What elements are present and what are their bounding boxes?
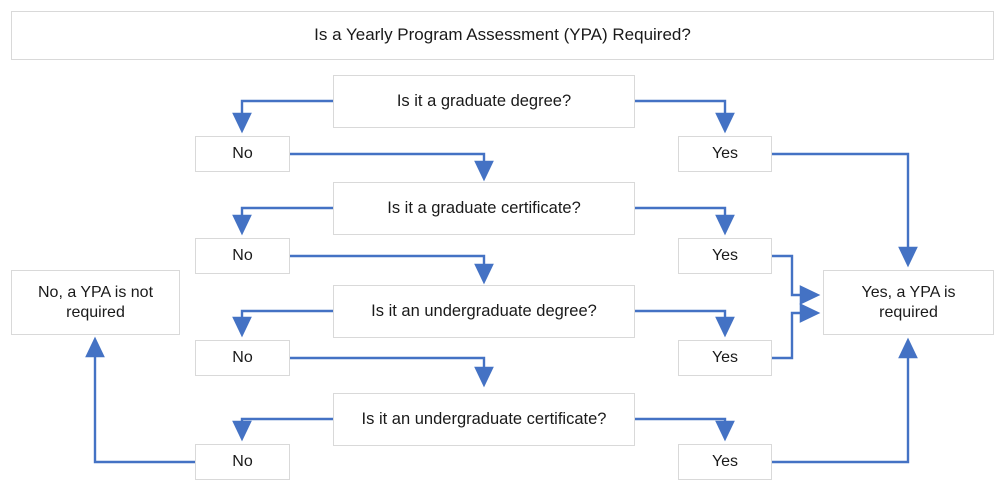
decision-label-undergraduate-certificate: Is it an undergraduate certificate? [361, 410, 607, 429]
branch-box-yes-2[interactable]: Yes [678, 238, 772, 274]
edge-q4-no4 [232, 417, 333, 442]
branch-box-no-2[interactable]: No [195, 238, 290, 274]
branch-label-no-4: No [232, 453, 253, 471]
branch-box-yes-3[interactable]: Yes [678, 340, 772, 376]
branch-box-no-4[interactable]: No [195, 444, 290, 480]
decision-box-graduate-degree[interactable]: Is it a graduate degree? [333, 75, 635, 128]
branch-label-no-2: No [232, 247, 253, 265]
branch-label-yes-2: Yes [711, 247, 739, 265]
branch-label-yes-4: Yes [711, 453, 739, 471]
branch-label-yes-3: Yes [711, 349, 739, 367]
decision-box-graduate-certificate[interactable]: Is it a graduate certificate? [333, 182, 635, 235]
edge-no1-q2 [290, 152, 494, 182]
branch-box-yes-1[interactable]: Yes [678, 136, 772, 172]
edge-no3-q4 [290, 356, 494, 388]
outcome-label-not-required: No, a YPA is not required [37, 283, 154, 321]
outcome-box-not-required[interactable]: No, a YPA is not required [11, 270, 180, 335]
edge-q1-yes1 [635, 99, 735, 134]
edge-yes2-outcome-yes [772, 254, 821, 305]
branch-box-no-3[interactable]: No [195, 340, 290, 376]
edge-yes1-outcome-yes [772, 152, 918, 268]
branch-box-no-1[interactable]: No [195, 136, 290, 172]
outcome-box-required[interactable]: Yes, a YPA is required [823, 270, 994, 335]
decision-label-graduate-certificate: Is it a graduate certificate? [387, 199, 581, 218]
decision-label-undergraduate-degree: Is it an undergraduate degree? [371, 302, 597, 321]
edge-q3-no3 [232, 309, 333, 338]
decision-box-undergraduate-certificate[interactable]: Is it an undergraduate certificate? [333, 393, 635, 446]
edge-q3-yes3 [635, 309, 735, 338]
edge-q2-no2 [232, 206, 333, 236]
edge-q4-yes4 [635, 417, 735, 442]
edge-q1-no1 [232, 99, 333, 134]
edge-no2-q3 [290, 254, 494, 285]
branch-label-yes-1: Yes [711, 145, 739, 163]
edge-yes4-outcome-yes [772, 337, 918, 464]
edge-yes3-outcome-yes [772, 303, 821, 360]
outcome-label-required: Yes, a YPA is required [861, 283, 956, 321]
decision-label-graduate-degree: Is it a graduate degree? [396, 92, 572, 111]
branch-label-no-1: No [232, 145, 253, 163]
edge-q2-yes2 [635, 206, 735, 236]
flowchart-title-label: Is a Yearly Program Assessment (YPA) Req… [314, 25, 691, 45]
branch-box-yes-4[interactable]: Yes [678, 444, 772, 480]
decision-box-undergraduate-degree[interactable]: Is it an undergraduate degree? [333, 285, 635, 338]
flowchart-title-box: Is a Yearly Program Assessment (YPA) Req… [11, 11, 994, 60]
branch-label-no-3: No [232, 349, 253, 367]
edge-no4-outcome-no [85, 336, 195, 464]
